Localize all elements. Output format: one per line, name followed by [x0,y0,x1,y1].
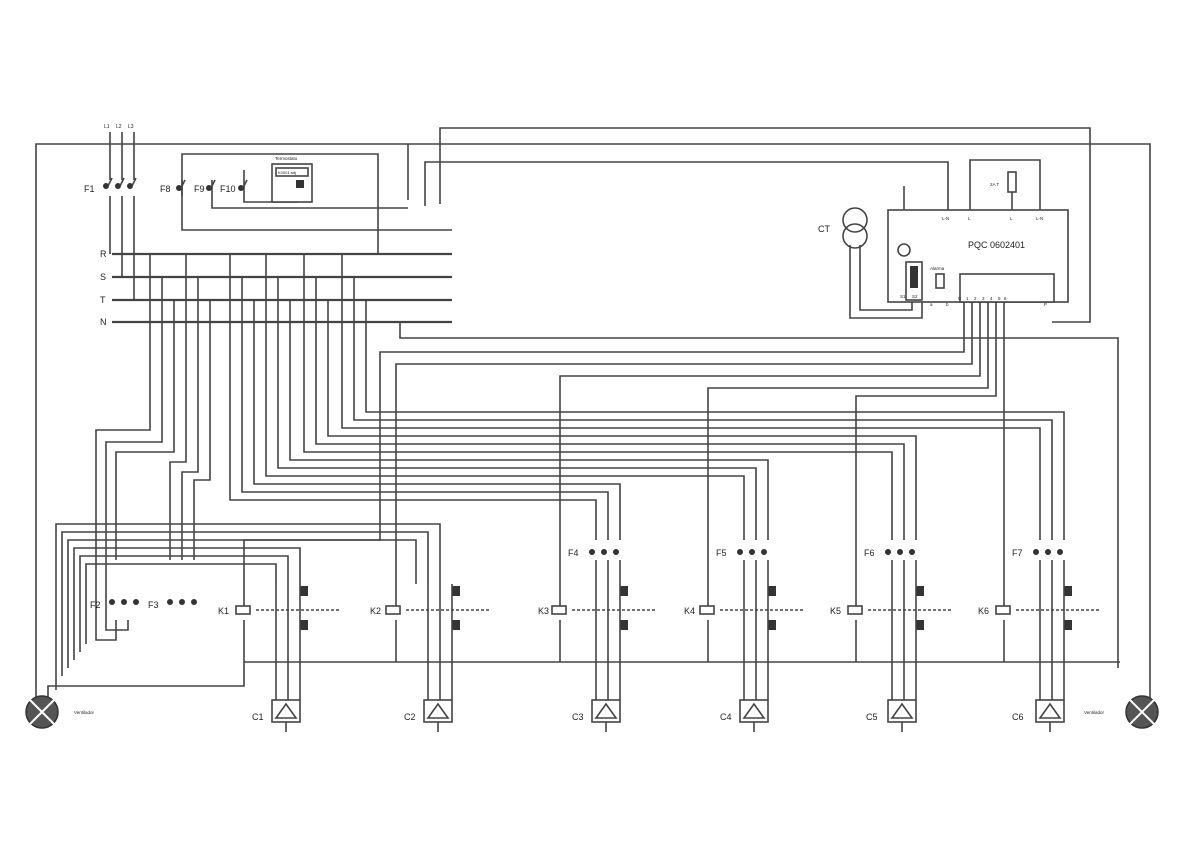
contactor-label: K2 [370,606,381,616]
capacitor-label: C5 [866,712,878,722]
fuse-label: F4 [568,548,579,558]
capacitor-label: C4 [720,712,732,722]
contactor-k4: K4 [684,560,804,700]
fan-left: Ventilador [25,695,95,729]
fuse-f5: F5 [716,548,767,558]
fan-label: Ventilador [74,710,95,715]
capacitor-label: C6 [1012,712,1024,722]
bus-label-r: R [100,249,107,259]
fuse-label: F1 [84,184,95,194]
thermostat-title: Termostato [275,156,298,161]
fuse-label: F5 [716,548,727,558]
phase-label-l2: L2 [116,124,122,130]
current-transformer: CT [818,207,868,249]
contactor-k1: K1 [218,584,340,700]
fuse-label: F8 [160,184,171,194]
output-terminal-5: 5 [998,296,1001,301]
terminal-ln-left: L-N [942,216,949,221]
fuse-f10: F10 [220,179,248,194]
terminal-l-right: L [1010,216,1013,221]
fuse-label: F2 [90,600,101,610]
output-terminal-6: 6 [1004,296,1007,301]
alarm-terminal-b: b [946,302,949,307]
contactor-k5: K5 [830,560,952,700]
fuse-label: F6 [864,548,875,558]
wiring [35,127,1151,712]
capacitor-c4: C4 [720,699,769,732]
ct-label: CT [818,224,830,234]
fuse-f8: F8 [160,179,186,194]
p-terminal: P [1044,302,1047,307]
bus-label-s: S [100,272,106,282]
phase-label-l3: L3 [128,124,134,130]
controller-pqc: PQC 0602401 L-N L L L-N 2A T S1 S2 Alarm… [887,171,1069,307]
contactor-k3: K3 [538,560,656,700]
capacitor-label: C2 [404,712,416,722]
alarm-terminal-a: a [930,302,933,307]
bus-labels: R S T N [100,249,107,327]
fuse-f3: F3 [148,599,197,610]
contactor-label: K1 [218,606,229,616]
thermostat: Termostato K0001 adj [271,156,313,203]
bus-label-t: T [100,295,106,305]
bus-label-n: N [100,317,107,327]
output-common: C [958,296,962,301]
terminal-ln-right: L-N [1036,216,1043,221]
capacitor-c5: C5 [866,699,917,732]
contactor-label: K4 [684,606,695,616]
output-terminal-4: 4 [990,296,993,301]
phase-label-l1: L1 [104,124,110,130]
fuse-label: F3 [148,600,159,610]
capacitor-c6: C6 [1012,699,1065,732]
fuse-rating: 2A T [990,182,999,187]
output-terminal-3: 3 [982,296,985,301]
contactor-label: K5 [830,606,841,616]
supply-labels: L1 L2 L3 [104,124,134,130]
contactor-label: K6 [978,606,989,616]
fuse-label: F10 [220,184,236,194]
fan-label: Ventilador [1084,710,1105,715]
terminal-l-left: L [968,216,971,221]
fuse-f2: F2 [90,599,139,610]
capacitor-label: C1 [252,712,264,722]
capacitor-c1: C1 [252,699,301,732]
ct-terminal-s2: S2 [912,294,918,299]
output-terminal-2: 2 [974,296,977,301]
fuse-f7: F7 [1012,548,1063,558]
fan-right: Ventilador [1084,695,1159,729]
contactor-k6: K6 [978,560,1100,700]
fuse-f4: F4 [568,548,619,558]
fuse-label: F7 [1012,548,1023,558]
capacitor-label: C3 [572,712,584,722]
alarm-label: Alarma [930,266,945,271]
thermostat-rating: K0001 adj [278,170,296,175]
capacitor-c2: C2 [404,699,453,732]
fuse-f1: F1 [84,177,137,194]
contactor-label: K3 [538,606,549,616]
output-terminal-1: 1 [966,296,969,301]
ct-terminal-s1: S1 [900,294,906,299]
fuse-f9: F9 [194,179,216,194]
contactor-k2: K2 [370,584,490,700]
fuse-label: F9 [194,184,205,194]
controller-model: PQC 0602401 [968,240,1025,250]
capacitor-c3: C3 [572,699,621,732]
fuse-f6: F6 [864,548,915,558]
